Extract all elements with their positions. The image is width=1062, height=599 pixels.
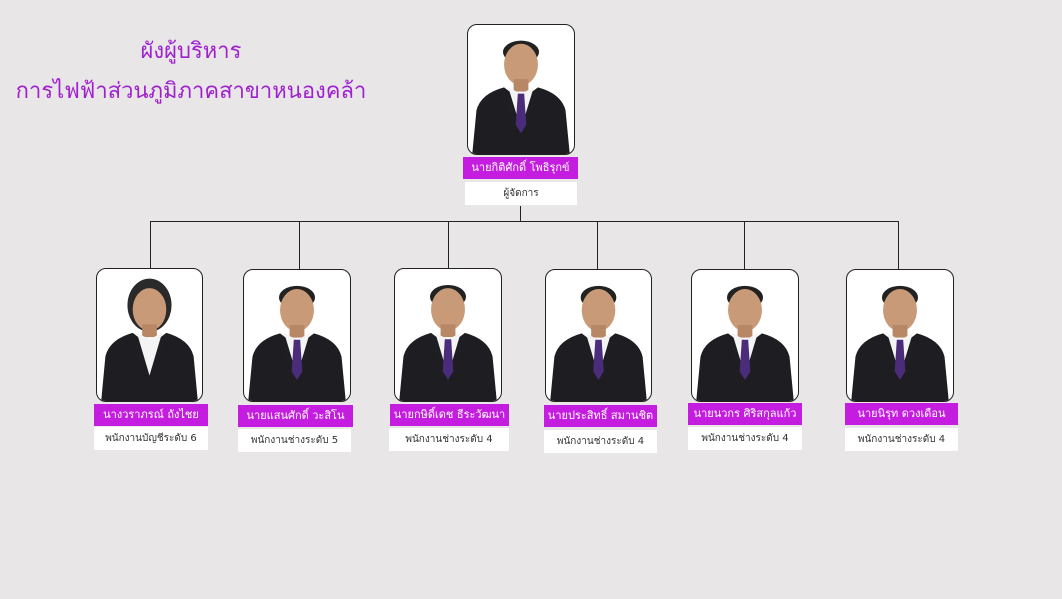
staff-position-2: พนักงานช่างระดับ 5 bbox=[238, 429, 351, 452]
staff-position-1: พนักงานบัญชีระดับ 6 bbox=[94, 427, 208, 450]
manager-photo bbox=[467, 24, 575, 155]
connector-staff-2 bbox=[299, 221, 300, 269]
person-silhouette-icon bbox=[696, 285, 794, 401]
staff-photo-4 bbox=[545, 269, 652, 402]
connector-manager-down bbox=[520, 206, 521, 221]
connector-staff-4 bbox=[597, 221, 598, 269]
connector-staff-1 bbox=[150, 221, 151, 269]
staff-photo-3 bbox=[394, 268, 502, 402]
chart-subtitle: การไฟฟ้าส่วนภูมิภาคสาขาหนองคล้า bbox=[15, 79, 367, 104]
person-silhouette-icon bbox=[472, 40, 570, 154]
staff-position-3: พนักงานช่างระดับ 4 bbox=[389, 428, 509, 451]
manager-name: นายกิติศักดิ์ โพธิรุกข์ bbox=[463, 157, 578, 179]
staff-photo-2 bbox=[243, 269, 351, 402]
connector-horizontal bbox=[150, 221, 899, 222]
staff-name-2: นายแสนศักดิ์ วะสิโน bbox=[238, 405, 353, 427]
staff-position-6: พนักงานช่างระดับ 4 bbox=[845, 428, 958, 451]
staff-name-4: นายประสิทธิ์ สมานชิต bbox=[544, 405, 657, 427]
person-silhouette-icon bbox=[851, 285, 949, 401]
connector-staff-5 bbox=[744, 221, 745, 269]
chart-title: ผังผู้บริหาร bbox=[140, 39, 242, 64]
staff-name-6: นายนิรุท ดวงเดือน bbox=[845, 403, 958, 425]
staff-photo-5 bbox=[691, 269, 799, 402]
person-silhouette-icon bbox=[399, 284, 497, 401]
staff-name-3: นายกษิดิ์เดช ธีระวัฒนา bbox=[390, 404, 509, 426]
staff-photo-1 bbox=[96, 268, 203, 402]
person-silhouette-icon bbox=[101, 278, 198, 401]
staff-name-5: นายนวกร ศิริสกุลแก้ว bbox=[688, 403, 802, 425]
person-silhouette-icon bbox=[550, 285, 647, 401]
connector-staff-3 bbox=[448, 221, 449, 269]
person-silhouette-icon bbox=[248, 285, 346, 401]
manager-position: ผู้จัดการ bbox=[465, 182, 577, 205]
staff-position-4: พนักงานช่างระดับ 4 bbox=[544, 430, 657, 453]
connector-staff-6 bbox=[898, 221, 899, 269]
staff-photo-6 bbox=[846, 269, 954, 402]
staff-name-1: นางวราภรณ์ ถังไชย bbox=[94, 404, 208, 426]
staff-position-5: พนักงานช่างระดับ 4 bbox=[688, 427, 802, 450]
